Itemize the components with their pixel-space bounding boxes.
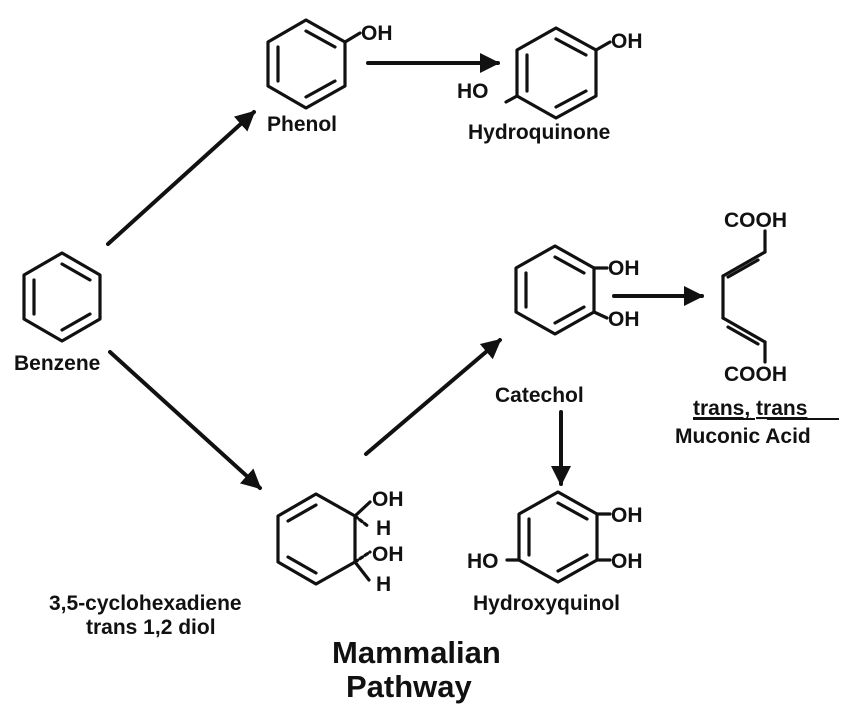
diol-structure bbox=[276, 492, 372, 586]
catechol-oh-label-2: OH bbox=[608, 308, 640, 331]
diol-h-label-1: H bbox=[376, 517, 391, 540]
arrow-benzene-to-diol bbox=[108, 350, 262, 490]
title-line2: Pathway bbox=[346, 669, 473, 704]
hydroxyquinol-structure bbox=[505, 490, 612, 584]
title-line1: Mammalian bbox=[332, 635, 501, 670]
diol-h-label-2: H bbox=[376, 573, 391, 596]
catechol-oh-label-1: OH bbox=[608, 257, 640, 280]
phenol-structure bbox=[266, 18, 362, 110]
muconic-acid-label: Muconic Acid bbox=[675, 425, 811, 448]
muconic-cooh-bottom-label: COOH bbox=[724, 363, 787, 386]
muconic-acid-structure bbox=[721, 229, 767, 364]
benzene-label: Benzene bbox=[14, 352, 100, 375]
muconic-cooh-top-label: COOH bbox=[724, 209, 787, 232]
hydroxyquinol-oh-label-1: OH bbox=[611, 504, 643, 527]
phenol-label: Phenol bbox=[267, 113, 337, 136]
diol-label-line1: 3,5-cyclohexadiene bbox=[49, 592, 242, 615]
hydroquinone-ho-label: HO bbox=[457, 80, 489, 103]
muconic-trans-2: trans bbox=[756, 397, 807, 420]
benzene-structure bbox=[22, 251, 102, 343]
diol-oh-label-2: OH bbox=[372, 543, 404, 566]
catechol-label: Catechol bbox=[495, 384, 584, 407]
muconic-trans-label: trans, trans bbox=[693, 397, 807, 420]
arrow-diol-to-catechol bbox=[364, 338, 502, 456]
catechol-structure bbox=[514, 244, 609, 336]
diol-label-line2: trans 1,2 diol bbox=[86, 616, 216, 639]
muconic-trans-1: trans, bbox=[693, 397, 750, 420]
diol-oh-label-1: OH bbox=[372, 488, 404, 511]
phenol-oh-label: OH bbox=[361, 22, 393, 45]
hydroquinone-label: Hydroquinone bbox=[468, 121, 610, 144]
hydroxyquinol-ho-label: HO bbox=[467, 550, 499, 573]
arrow-benzene-to-phenol bbox=[106, 110, 256, 246]
hydroquinone-oh-label: OH bbox=[611, 30, 643, 53]
hydroquinone-structure bbox=[504, 26, 612, 120]
hydroxyquinol-label: Hydroxyquinol bbox=[473, 592, 620, 615]
hydroxyquinol-oh-label-2: OH bbox=[611, 550, 643, 573]
